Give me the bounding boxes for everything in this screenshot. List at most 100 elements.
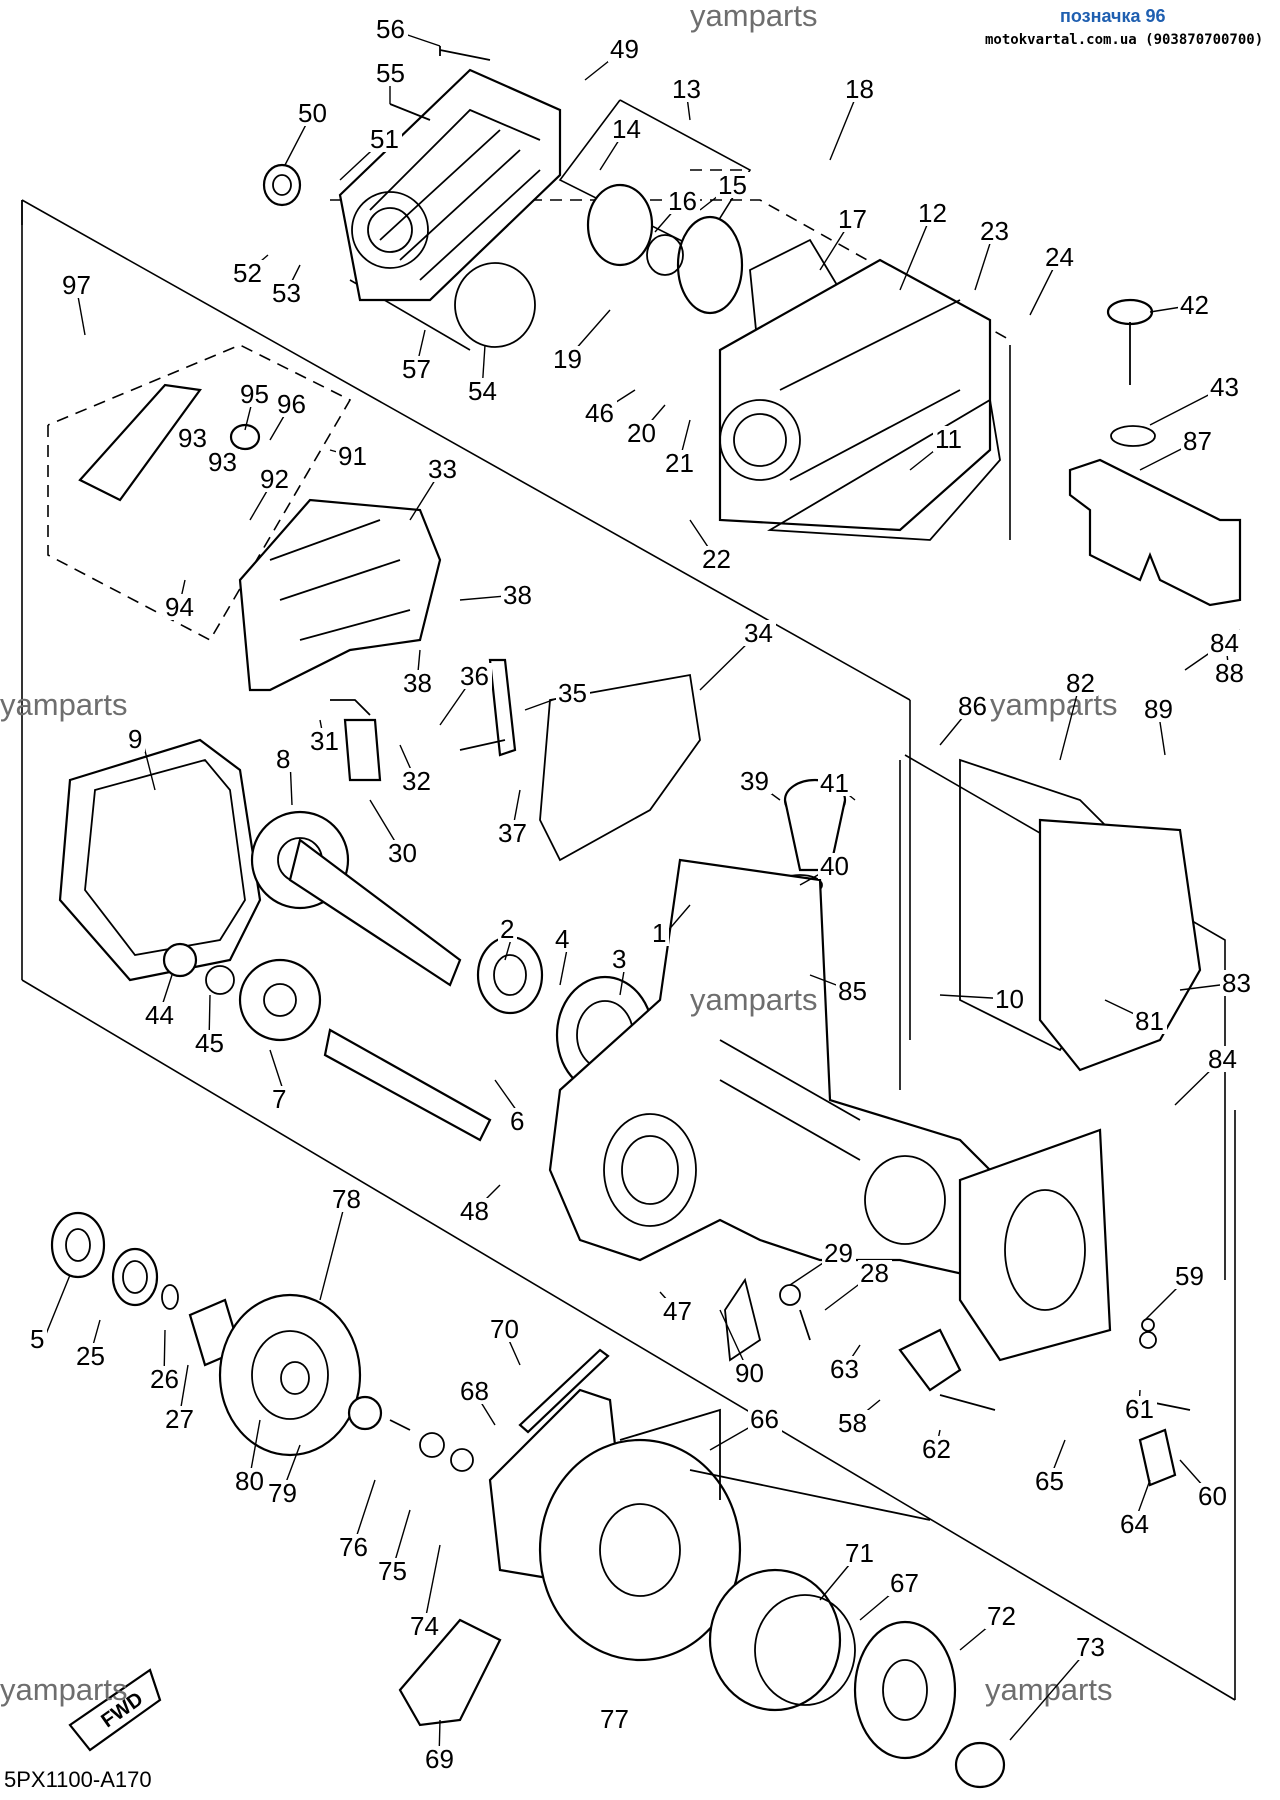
callout-bg-93: [176, 425, 210, 451]
callout-bg-71: [843, 1540, 877, 1566]
callout-bg-60: [1196, 1483, 1230, 1509]
callout-bg-5: [28, 1326, 47, 1352]
leader-line-74: [423, 1544, 441, 1627]
callout-51: 51: [370, 124, 399, 154]
callout-bg-61: [1123, 1396, 1157, 1422]
callout-bg-22: [700, 546, 734, 572]
callout-88: 88: [1215, 658, 1244, 688]
callout-bg-26: [148, 1366, 182, 1392]
callout-bg-56: [374, 16, 408, 42]
callout-bg-91: [336, 443, 370, 469]
callout-73: 73: [1076, 1632, 1105, 1662]
callout-bg-24: [1043, 244, 1077, 270]
callout-bg-30: [386, 840, 420, 866]
callout-68: 68: [460, 1376, 489, 1406]
callout-63: 63: [830, 1354, 859, 1384]
callout-bg-16: [666, 188, 700, 214]
callout-17: 17: [838, 204, 867, 234]
callout-bg-93: [206, 449, 240, 475]
diagram-code: 5PX1100-A170: [4, 1767, 152, 1792]
watermark-center: yamparts: [690, 982, 817, 1017]
callout-10: 10: [995, 984, 1024, 1014]
callout-47: 47: [663, 1296, 692, 1326]
callout-bg-37: [496, 820, 530, 846]
callout-bg-86: [956, 693, 990, 719]
callout-64: 64: [1120, 1509, 1149, 1539]
callout-bg-97: [60, 272, 94, 298]
callout-bg-85: [836, 978, 870, 1004]
callout-91: 91: [338, 441, 367, 471]
callout-bg-57: [400, 356, 434, 382]
callout-93: 93: [208, 447, 237, 477]
callout-bg-89: [1142, 696, 1176, 722]
callout-29: 29: [824, 1238, 853, 1268]
callout-bg-45: [193, 1030, 227, 1056]
callout-81: 81: [1135, 1006, 1164, 1036]
callout-bg-79: [266, 1480, 300, 1506]
callout-78: 78: [332, 1184, 361, 1214]
callout-7: 7: [272, 1084, 286, 1114]
callout-bg-62: [920, 1436, 954, 1462]
callout-96: 96: [277, 389, 306, 419]
callout-21: 21: [665, 448, 694, 478]
callout-52: 52: [233, 258, 262, 288]
callout-bg-84: [1208, 630, 1242, 656]
callout-bg-46: [583, 400, 617, 426]
callout-20: 20: [627, 418, 656, 448]
callout-18: 18: [845, 74, 874, 104]
callout-bg-81: [1133, 1008, 1167, 1034]
callout-44: 44: [145, 1000, 174, 1030]
callout-bg-52: [231, 260, 265, 286]
callout-bg-33: [426, 456, 460, 482]
callout-bg-8: [274, 746, 293, 772]
callout-bg-51: [368, 126, 402, 152]
callout-bg-76: [337, 1534, 371, 1560]
callout-bg-64: [1118, 1511, 1152, 1537]
callout-74: 74: [410, 1611, 439, 1641]
watermark-bottom-left: yamparts: [0, 1672, 127, 1707]
callout-bg-13: [670, 76, 704, 102]
callout-25: 25: [76, 1341, 105, 1371]
callout-bg-42: [1178, 292, 1212, 318]
leader-line-1: [665, 904, 691, 934]
callout-35: 35: [558, 678, 587, 708]
callout-bg-96: [275, 391, 309, 417]
callout-38: 38: [403, 668, 432, 698]
callout-72: 72: [987, 1601, 1016, 1631]
watermark-left: yamparts: [0, 687, 127, 722]
callout-bg-27: [163, 1406, 197, 1432]
callout-31: 31: [310, 726, 339, 756]
callout-9: 9: [128, 724, 142, 754]
callout-bg-88: [1213, 660, 1247, 686]
callout-bg-2: [498, 916, 517, 942]
callout-54: 54: [468, 376, 497, 406]
callout-bg-36: [458, 663, 492, 689]
callout-34: 34: [744, 618, 773, 648]
callout-bg-4: [553, 926, 572, 952]
callout-bg-73: [1074, 1634, 1108, 1660]
callout-bg-50: [296, 100, 330, 126]
callout-90: 90: [735, 1358, 764, 1388]
callout-67: 67: [890, 1568, 919, 1598]
callout-bg-90: [733, 1360, 767, 1386]
callout-bg-87: [1181, 428, 1215, 454]
callout-bg-94: [163, 594, 197, 620]
callout-numbers: 1234567891011121314151617181920212223242…: [28, 14, 1254, 1774]
callout-39: 39: [740, 766, 769, 796]
callout-bg-41: [818, 770, 852, 796]
watermark-top: yamparts: [690, 0, 817, 33]
callout-bg-14: [610, 116, 644, 142]
callout-89: 89: [1144, 694, 1173, 724]
callout-bg-38: [401, 670, 435, 696]
callout-62: 62: [922, 1434, 951, 1464]
header-label: позначка 96: [1060, 6, 1166, 26]
callout-42: 42: [1180, 290, 1209, 320]
watermark-bottom-right: yamparts: [985, 1672, 1112, 1707]
callout-19: 19: [553, 344, 582, 374]
callout-bg-80: [233, 1468, 267, 1494]
callout-bg-38: [501, 582, 535, 608]
callout-bg-23: [978, 218, 1012, 244]
callout-28: 28: [860, 1258, 889, 1288]
callout-86: 86: [958, 691, 987, 721]
